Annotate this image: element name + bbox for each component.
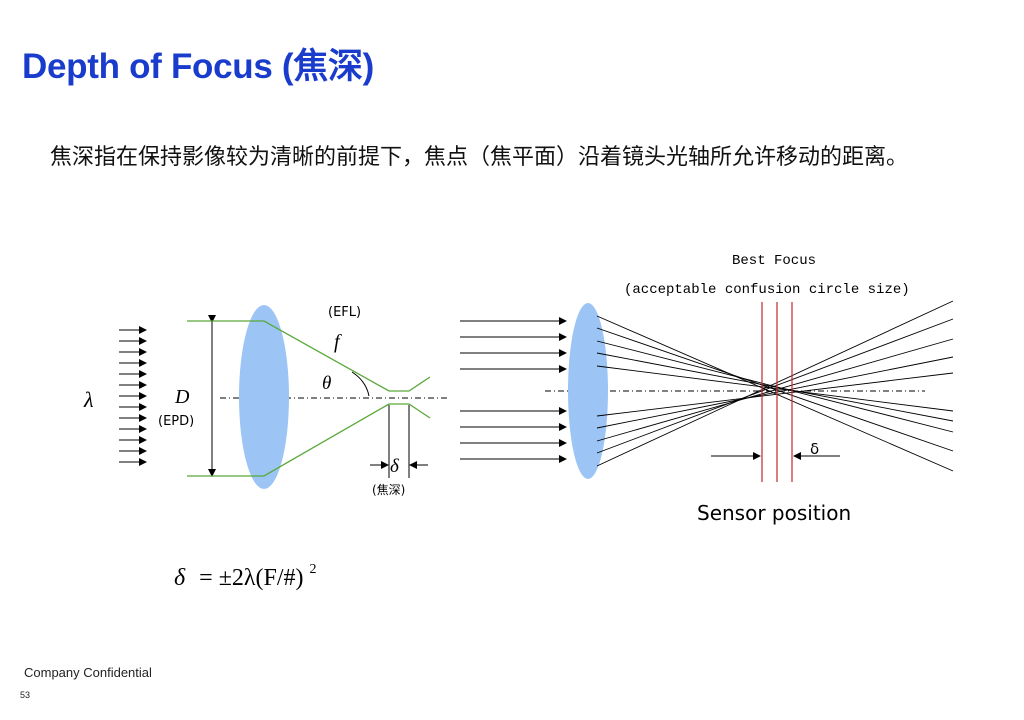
formula-exponent: 2: [310, 562, 317, 577]
left-diagram: λ D (EPD) θ (EFL) f δ (焦深) δ = ±2λ(F/#) …: [83, 305, 450, 591]
dof-chinese-label: (焦深): [372, 483, 405, 497]
parallel-incoming-rays: [460, 317, 567, 463]
page-number: 53: [20, 690, 31, 700]
right-lens: [568, 303, 608, 479]
upper-marginal-ray: [187, 320, 431, 392]
lambda-label: λ: [83, 387, 94, 412]
lower-marginal-ray: [187, 403, 431, 477]
delta-label-right: δ: [810, 440, 819, 458]
definition-text: 焦深指在保持影像较为清晰的前提下，焦点（焦平面）沿着镜头光轴所允许移动的距离。: [50, 145, 909, 170]
theta-arc: [351, 371, 370, 397]
slide-title: Depth of Focus (焦深): [22, 47, 375, 86]
dof-formula: δ = ±2λ(F/#) 2: [174, 562, 317, 591]
sensor-position-label: Sensor position: [697, 501, 851, 525]
theta-label: θ: [322, 373, 331, 394]
right-diagram: Best Focus (acceptable confusion circle …: [460, 253, 954, 525]
efl-label: (EFL): [328, 305, 361, 320]
incoming-light-arrows: [119, 326, 147, 466]
confusion-circle-label: (acceptable confusion circle size): [624, 282, 910, 298]
delta-label-left: δ: [390, 456, 400, 477]
formula-rhs: = ±2λ(F/#): [199, 565, 303, 591]
epd-label: (EPD): [158, 414, 194, 429]
best-focus-label: Best Focus: [732, 253, 816, 269]
f-label: f: [334, 331, 342, 353]
focused-rays: [596, 300, 954, 472]
D-label: D: [174, 386, 190, 408]
left-lens: [239, 305, 289, 489]
formula-lhs: δ: [174, 565, 186, 591]
footer-confidential: Company Confidential: [24, 665, 152, 680]
